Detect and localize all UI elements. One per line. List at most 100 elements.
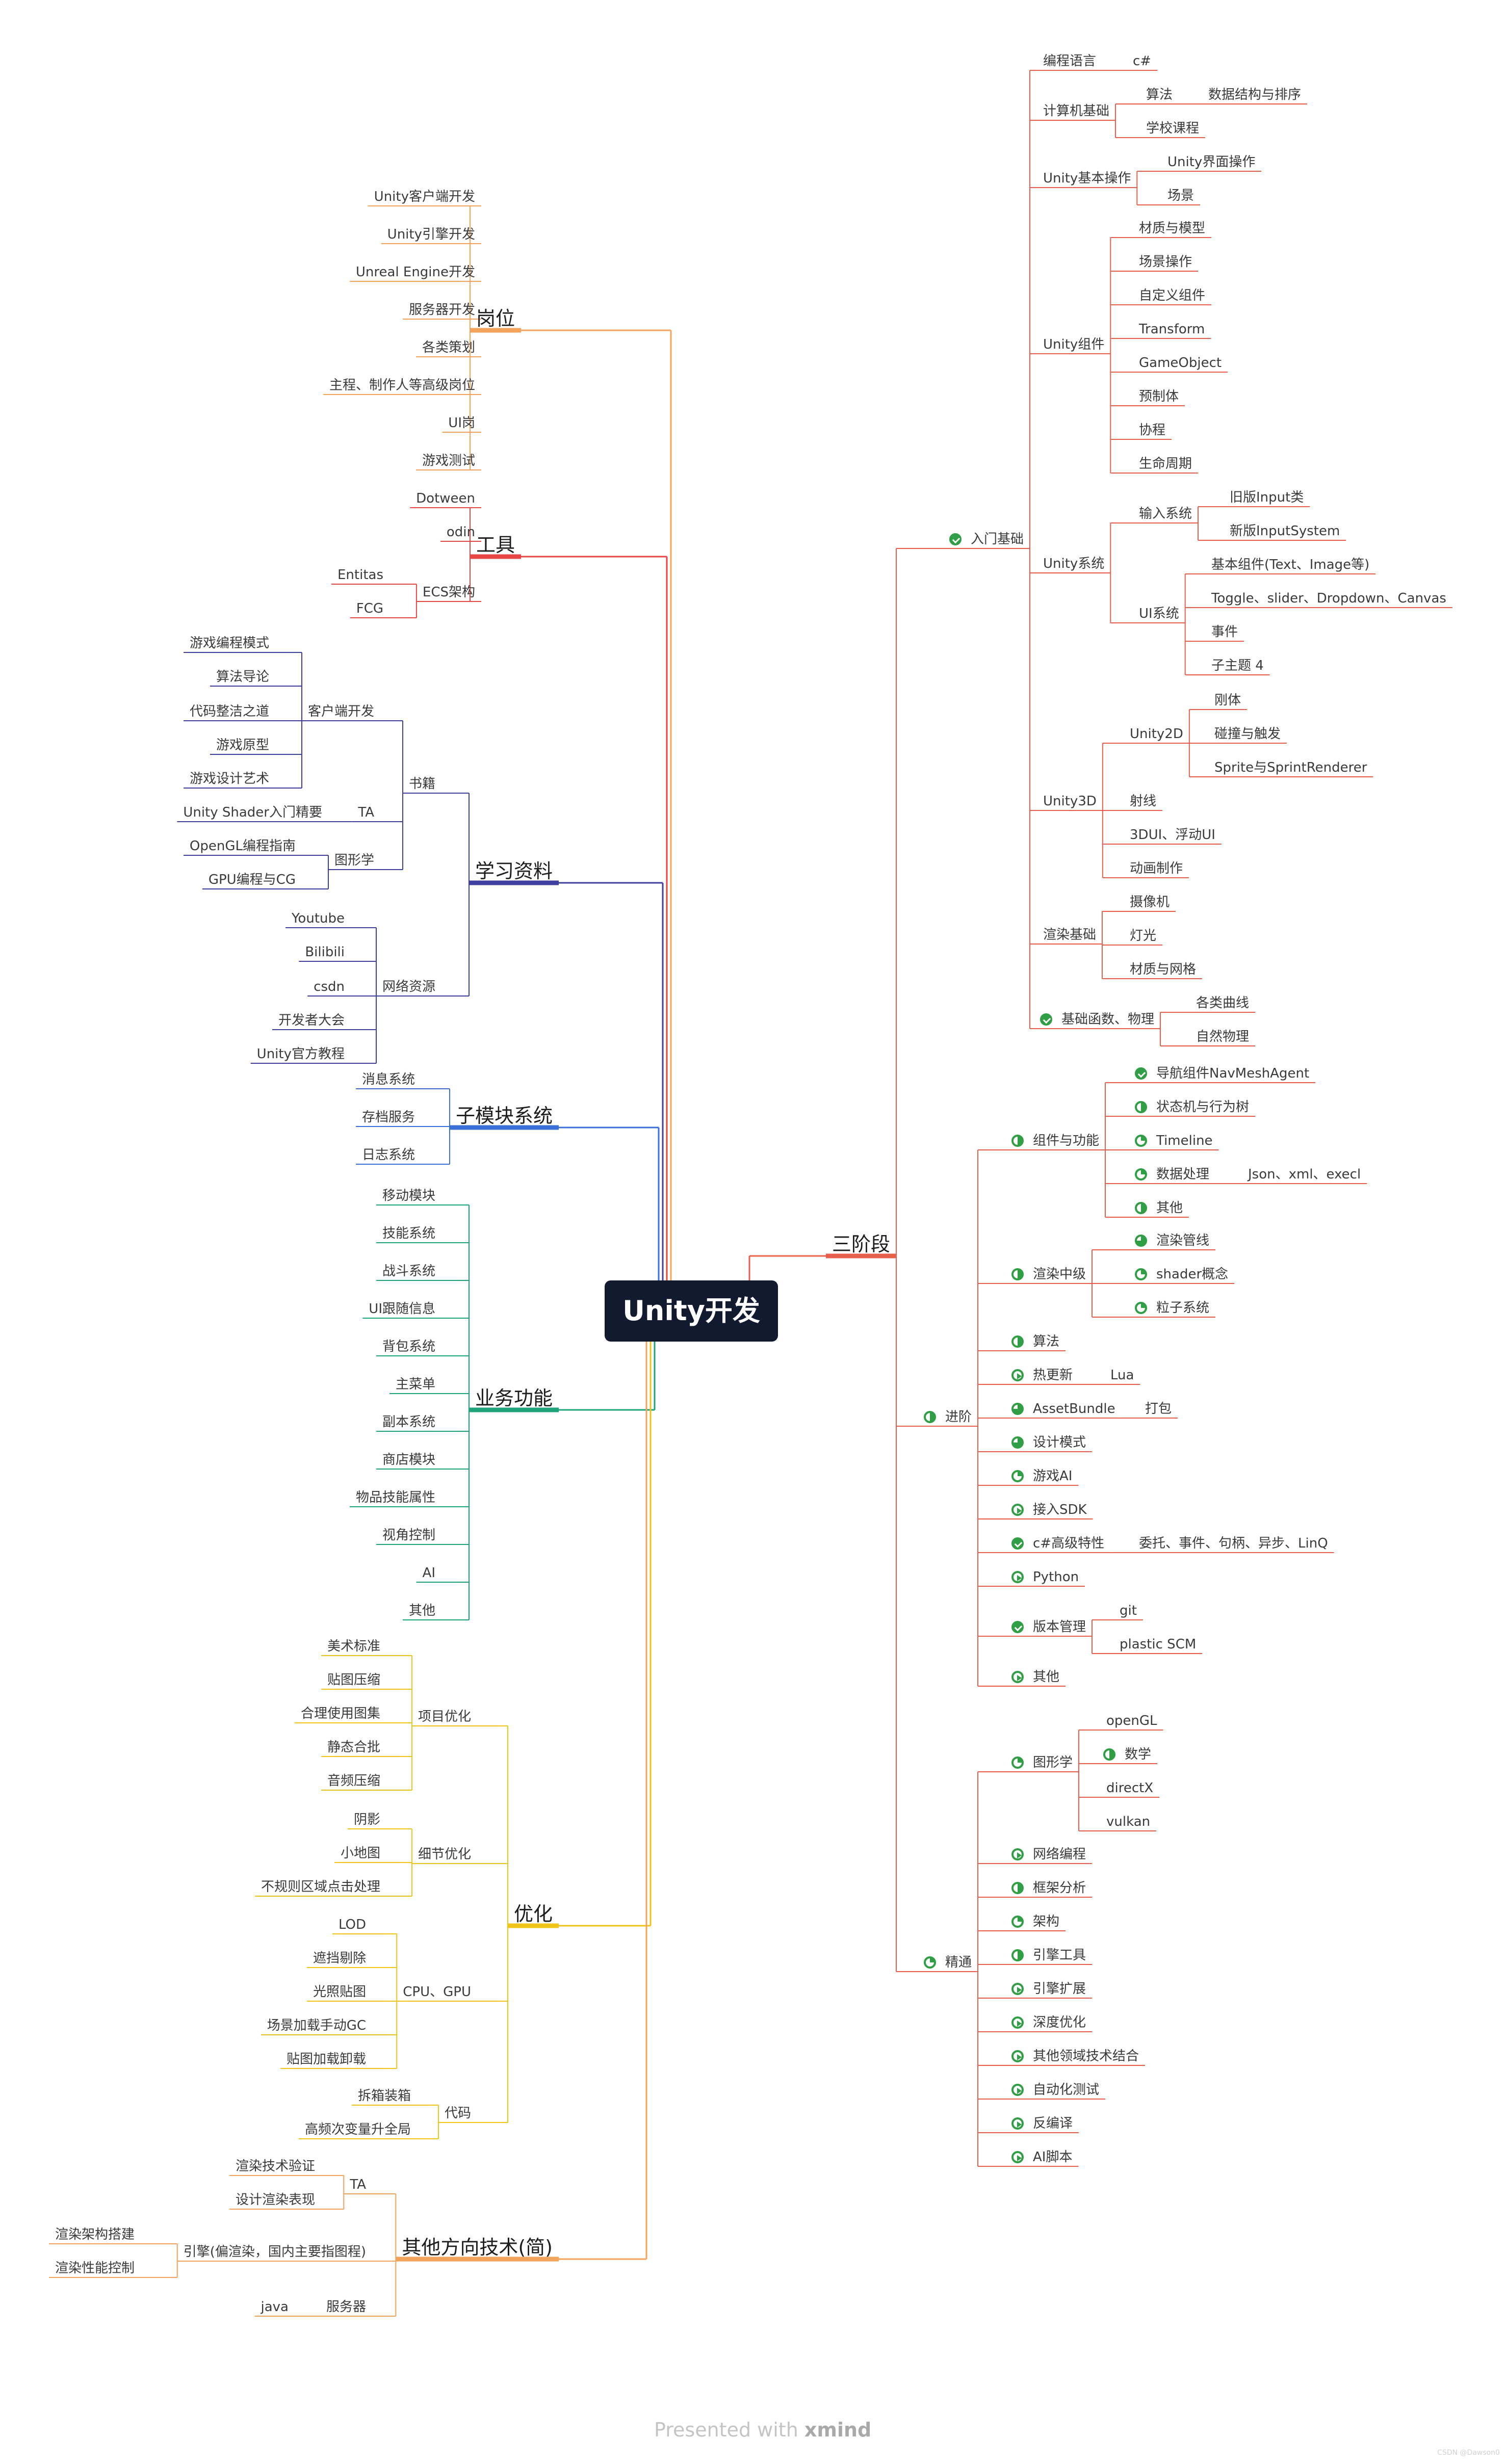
topic-cg5[interactable]: 贴图加载卸载 [287, 2051, 366, 2067]
topic-jj11b[interactable]: plastic SCM [1120, 1636, 1196, 1653]
topic-rm2a1[interactable]: 数据结构与排序 [1208, 87, 1301, 103]
topic-rm4e[interactable]: GameObject [1139, 355, 1222, 371]
topic-kh1[interactable]: 游戏编程模式 [190, 635, 269, 651]
topic-rm3b[interactable]: 场景 [1167, 188, 1194, 204]
topic-bz7[interactable]: 副本系统 [382, 1414, 435, 1430]
topic-rm4f[interactable]: 预制体 [1139, 388, 1179, 405]
topic-rm4d[interactable]: Transform [1139, 321, 1205, 337]
topic-jj5[interactable]: AssetBundle [1033, 1401, 1115, 1417]
topic-jj1b[interactable]: 状态机与行为树 [1156, 1099, 1249, 1115]
topic-bz6[interactable]: 主菜单 [396, 1376, 435, 1393]
topic-bz5[interactable]: 背包系统 [382, 1339, 435, 1355]
topic-wl4[interactable]: 开发者大会 [278, 1012, 345, 1029]
topic-jj4[interactable]: 热更新 [1033, 1367, 1073, 1383]
topic-cg2[interactable]: 遮挡剔除 [313, 1950, 366, 1967]
topic-tl3b[interactable]: FCG [356, 600, 383, 617]
topic-jt3[interactable]: 框架分析 [1033, 1880, 1086, 1896]
topic-rm7b[interactable]: 灯光 [1130, 928, 1156, 944]
topic-ot1[interactable]: TA [350, 2177, 366, 2193]
topic-rm4h[interactable]: 生命周期 [1139, 456, 1192, 472]
topic-ot3a[interactable]: java [261, 2299, 289, 2315]
topic-ot3[interactable]: 服务器 [326, 2299, 366, 2315]
topic-jt8[interactable]: 其他领域技术结合 [1033, 2048, 1139, 2064]
topic-jj5a[interactable]: 打包 [1145, 1401, 1172, 1417]
topic-gw3[interactable]: Unreal Engine开发 [356, 264, 475, 280]
topic-jj1e[interactable]: 其他 [1156, 1200, 1183, 1216]
topic-rm3[interactable]: Unity基本操作 [1043, 170, 1131, 187]
topic-rm3a[interactable]: Unity界面操作 [1167, 154, 1255, 170]
topic-rm6[interactable]: Unity3D [1043, 793, 1097, 809]
topic-jt9[interactable]: 自动化测试 [1033, 2082, 1099, 2098]
topic-sm2[interactable]: 存档服务 [362, 1109, 415, 1125]
topic-dm2[interactable]: 高频次变量升全局 [305, 2121, 411, 2138]
topic-jt1d[interactable]: vulkan [1106, 1814, 1150, 1830]
topic-rm6a1[interactable]: 刚体 [1214, 692, 1241, 709]
topic-rm8a[interactable]: 各类曲线 [1196, 995, 1249, 1011]
topic-bk[interactable]: 书籍 [409, 776, 435, 792]
topic-jj10[interactable]: Python [1033, 1569, 1079, 1585]
topic-xj1[interactable]: 阴影 [354, 1812, 380, 1828]
topic-xj3[interactable]: 不规则区域点击处理 [261, 1879, 380, 1895]
topic-rm5a2[interactable]: 新版InputSystem [1230, 523, 1340, 539]
topic-ot1b[interactable]: 设计渲染表现 [236, 2192, 315, 2208]
topic-wl5[interactable]: Unity官方教程 [257, 1046, 345, 1062]
topic-kh4[interactable]: 游戏原型 [216, 737, 269, 753]
topic-cg1[interactable]: LOD [339, 1917, 366, 1933]
topic-rm5b[interactable]: UI系统 [1139, 606, 1179, 622]
topic-jj3[interactable]: 算法 [1033, 1333, 1059, 1350]
topic-sm3[interactable]: 日志系统 [362, 1147, 415, 1163]
topic-jt[interactable]: 精通 [945, 1954, 972, 1971]
topic-jt1b[interactable]: 数学 [1125, 1746, 1151, 1763]
topic-rm5a1[interactable]: 旧版Input类 [1230, 489, 1304, 506]
topic-wl3[interactable]: csdn [314, 979, 345, 995]
branch-ot[interactable]: 其他方向技术(简) [402, 2236, 553, 2259]
topic-rm1[interactable]: 编程语言 [1043, 53, 1096, 69]
topic-gw2[interactable]: Unity引擎开发 [387, 226, 475, 243]
topic-jj1d[interactable]: 数据处理 [1156, 1166, 1209, 1183]
topic-xj2[interactable]: 小地图 [341, 1845, 380, 1862]
topic-rm4c[interactable]: 自定义组件 [1139, 287, 1205, 304]
topic-bz8[interactable]: 商店模块 [382, 1452, 435, 1468]
topic-rm2[interactable]: 计算机基础 [1043, 103, 1109, 119]
topic-xm1[interactable]: 美术标准 [327, 1638, 380, 1655]
topic-jj9a[interactable]: 委托、事件、句柄、异步、LinQ [1139, 1535, 1328, 1552]
topic-gw7[interactable]: UI岗 [448, 415, 475, 431]
topic-jj11a[interactable]: git [1120, 1603, 1137, 1619]
topic-xm[interactable]: 项目优化 [418, 1709, 471, 1725]
branch-st[interactable]: 三阶段 [832, 1233, 890, 1256]
topic-wl1[interactable]: Youtube [292, 910, 345, 927]
topic-ot2[interactable]: 引擎(偏渲染，国内主要指图程) [184, 2244, 366, 2260]
topic-rm5a[interactable]: 输入系统 [1139, 506, 1192, 522]
topic-rm2a[interactable]: 算法 [1146, 87, 1173, 103]
branch-op[interactable]: 优化 [514, 1902, 553, 1926]
topic-rm5b4[interactable]: 子主题 4 [1211, 658, 1264, 674]
topic-kh2[interactable]: 算法导论 [216, 669, 269, 685]
topic-rm6c[interactable]: 3DUI、浮动UI [1130, 827, 1215, 843]
topic-jj2c[interactable]: 粒子系统 [1156, 1300, 1209, 1316]
topic-xj[interactable]: 细节优化 [418, 1846, 471, 1863]
topic-rm6d[interactable]: 动画制作 [1130, 860, 1183, 877]
topic-rm2b[interactable]: 学校课程 [1146, 120, 1199, 137]
topic-jj9[interactable]: c#高级特性 [1033, 1535, 1104, 1552]
topic-rm6b[interactable]: 射线 [1130, 793, 1156, 809]
topic-sm1[interactable]: 消息系统 [362, 1071, 415, 1088]
branch-lr[interactable]: 学习资料 [475, 859, 553, 883]
topic-xm5[interactable]: 音频压缩 [327, 1773, 380, 1789]
topic-bz2[interactable]: 技能系统 [382, 1225, 435, 1242]
topic-rm7[interactable]: 渲染基础 [1043, 927, 1096, 943]
branch-tl[interactable]: 工具 [476, 533, 515, 557]
topic-jt1a[interactable]: openGL [1106, 1713, 1157, 1729]
topic-jj8[interactable]: 接入SDK [1033, 1502, 1087, 1518]
topic-ot1a[interactable]: 渲染技术验证 [236, 2158, 315, 2174]
topic-jt1c[interactable]: directX [1106, 1780, 1153, 1796]
topic-rm4[interactable]: Unity组件 [1043, 336, 1104, 353]
topic-tl3a[interactable]: Entitas [337, 567, 383, 583]
topic-bz1[interactable]: 移动模块 [382, 1188, 435, 1204]
topic-jt10[interactable]: 反编译 [1033, 2115, 1073, 2132]
topic-jt1[interactable]: 图形学 [1033, 1754, 1073, 1771]
topic-rm5[interactable]: Unity系统 [1043, 556, 1104, 572]
topic-rm8b[interactable]: 自然物理 [1196, 1029, 1249, 1045]
topic-jj1d1[interactable]: Json、xml、execl [1248, 1166, 1361, 1183]
topic-ta1[interactable]: Unity Shader入门精要 [183, 804, 322, 821]
topic-rm7c[interactable]: 材质与网格 [1130, 961, 1196, 978]
